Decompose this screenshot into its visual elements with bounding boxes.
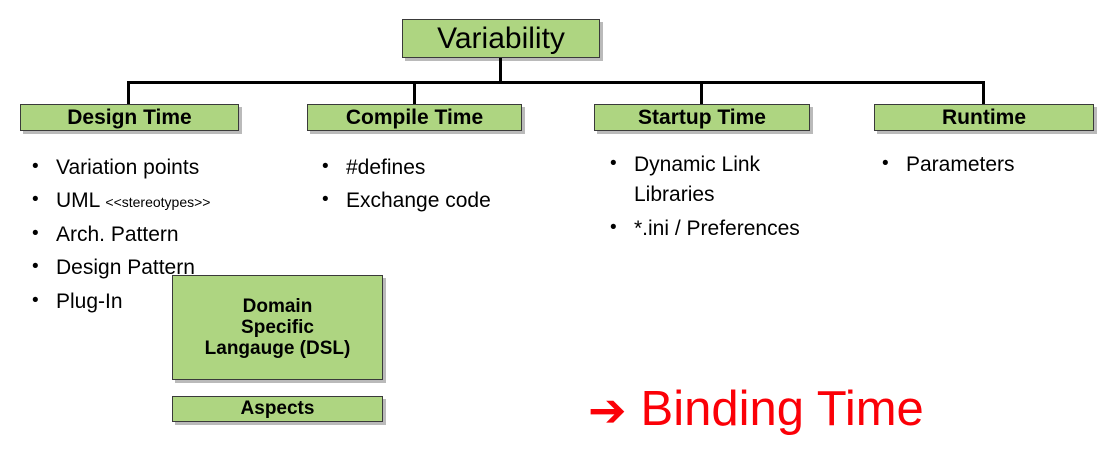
bullet-icon: • [610,153,617,174]
node-variability: Variability [402,19,600,58]
node-runtime: Runtime [874,104,1094,131]
node-aspects-label: Aspects [240,398,315,420]
list-item: • Variation points [32,153,292,183]
list-item: • Plug-In [32,287,292,317]
list-item-label: Parameters [906,153,1015,176]
list-item-text: UML [56,189,106,213]
node-aspects: Aspects [172,396,383,422]
list-item: • *.ini / Preferences [610,214,865,244]
bullet-icon: • [882,153,889,174]
list-item-label: Exchange code [346,189,491,213]
bullet-icon: • [32,222,39,244]
node-runtime-label: Runtime [942,105,1026,129]
list-item-label: Design Pattern [56,256,195,280]
bullet-icon: • [32,189,39,211]
list-item-label: Variation points [56,156,200,179]
list-item-label: Arch. Pattern [56,222,179,246]
list-item-label: Plug-In [56,289,123,313]
list-item-label: Dynamic Link Libraries [634,153,761,207]
bullet-icon: • [32,256,39,278]
node-domain-specific-language: Domain Specific Langauge (DSL) [172,275,383,380]
connector-drop-runtime [982,81,985,105]
bullet-list-startup-time: • Dynamic Link Libraries • *.ini / Prefe… [610,150,865,247]
bullet-list-compile-time: • #defines • Exchange code [322,153,572,220]
arrow-right-icon: ➔ [588,382,627,437]
list-item-label: #defines [346,156,426,179]
connector-horizontal-bus [128,81,984,84]
connector-drop-design-time [127,81,130,105]
list-item: • UML <<stereotypes>> [32,186,292,216]
bullet-icon: • [32,156,39,177]
bullet-icon: • [32,289,39,311]
list-item-label: *.ini / Preferences [634,216,800,240]
stereotype-tag: <<stereotypes>> [105,194,211,211]
node-compile-time: Compile Time [307,104,522,131]
list-item: • Exchange code [322,186,572,216]
bullet-icon: • [610,216,617,238]
list-item: • Dynamic Link Libraries [610,150,865,211]
bullet-list-runtime: • Parameters [882,150,1102,183]
node-startup-time: Startup Time [594,104,810,131]
list-item: • #defines [322,153,572,183]
node-domain-specific-language-label: Domain Specific Langauge (DSL) [204,295,351,360]
node-variability-label: Variability [437,21,565,55]
binding-time-callout: ➔ Binding Time [588,385,924,434]
list-item: • Arch. Pattern [32,220,292,250]
bullet-list-design-time: • Variation points • UML <<stereotypes>>… [32,153,292,320]
bullet-icon: • [322,156,329,177]
node-design-time-label: Design Time [67,105,192,129]
connector-root-stem [499,58,502,83]
node-design-time: Design Time [20,104,239,131]
list-item: • Parameters [882,150,1102,180]
connector-drop-startup-time [700,81,703,105]
bullet-icon: • [322,189,329,211]
node-compile-time-label: Compile Time [345,105,484,129]
connector-drop-compile-time [413,81,416,105]
binding-time-label: Binding Time [640,382,924,436]
node-startup-time-label: Startup Time [638,105,766,129]
list-item-label: UML <<stereotypes>> [56,186,210,216]
list-item: • Design Pattern [32,253,292,283]
